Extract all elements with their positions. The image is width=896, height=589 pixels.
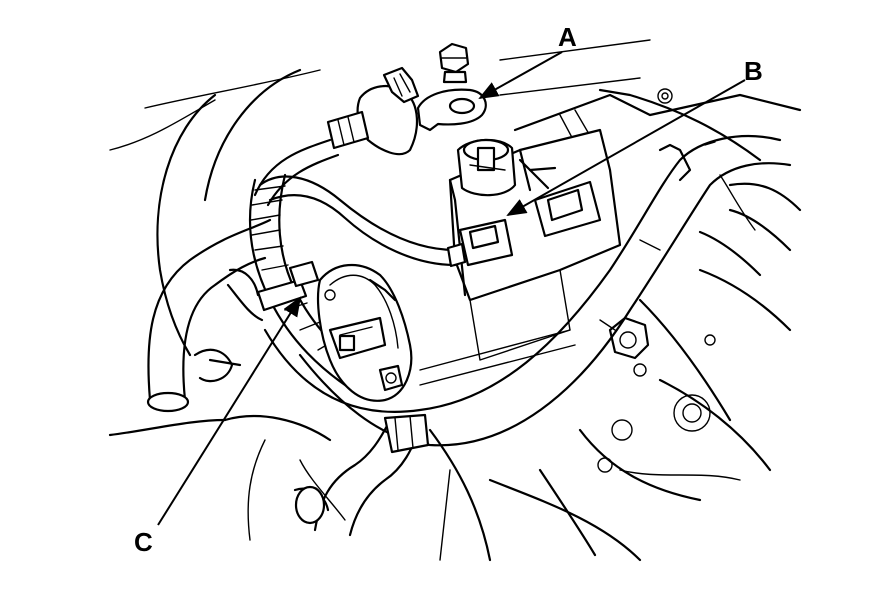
callout-c-leader xyxy=(157,296,302,526)
callout-b-leader xyxy=(506,79,746,216)
callout-c-label: C xyxy=(134,527,153,557)
callouts: A B C xyxy=(134,22,763,557)
left-hose xyxy=(146,218,272,413)
connector-b xyxy=(446,158,602,268)
callout-a-label: A xyxy=(558,22,577,52)
engine-background xyxy=(108,39,802,562)
ground-terminal xyxy=(326,42,517,197)
harness-down xyxy=(293,413,430,537)
callout-a-leader xyxy=(478,51,563,99)
callout-b-label: B xyxy=(744,56,763,86)
upper-harness xyxy=(253,138,457,267)
lower-harness xyxy=(263,134,792,447)
sensor-assembly xyxy=(316,263,413,402)
harness-clip xyxy=(226,260,320,322)
